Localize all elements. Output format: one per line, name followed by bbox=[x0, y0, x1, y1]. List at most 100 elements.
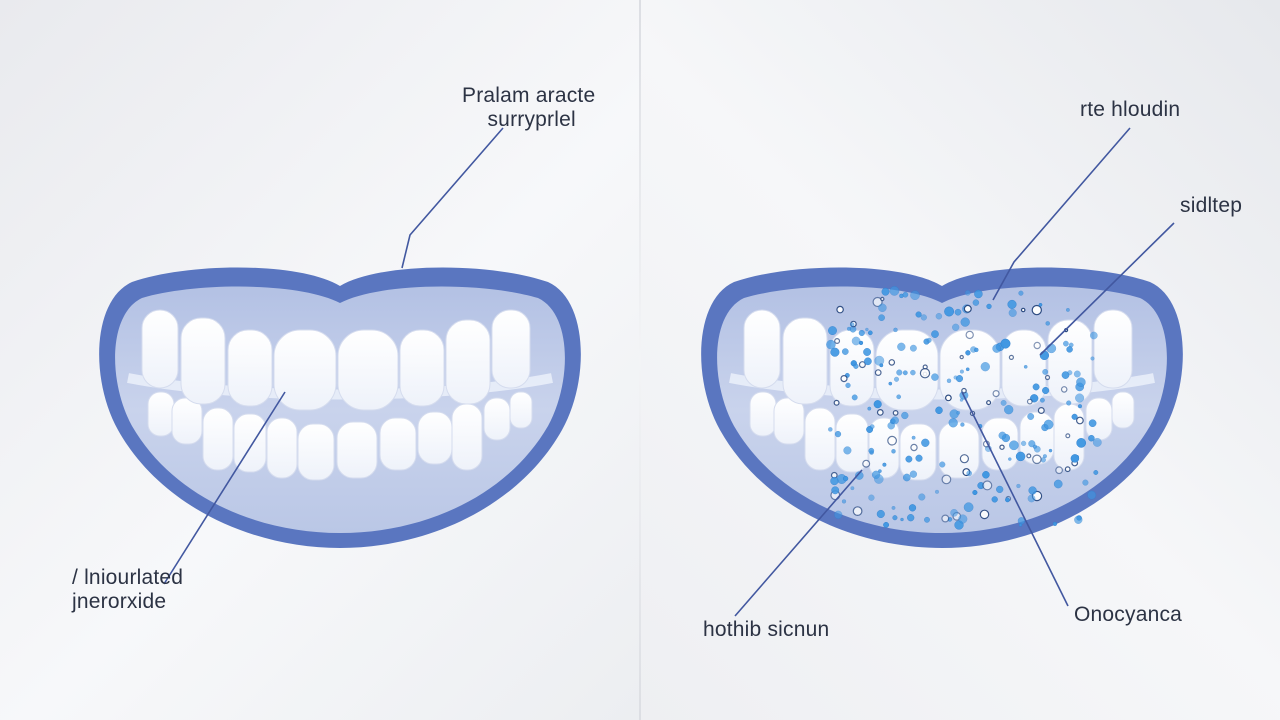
whitening-particle bbox=[941, 474, 952, 485]
whitening-particle bbox=[950, 508, 958, 517]
whitening-particle bbox=[1074, 515, 1083, 524]
whitening-particle bbox=[876, 509, 885, 519]
whitening-particle bbox=[834, 338, 841, 345]
whitening-particle bbox=[911, 435, 916, 440]
whitening-particle bbox=[963, 304, 972, 313]
label-top-left: Pralam aracte surryprlel bbox=[462, 84, 595, 132]
whitening-particle bbox=[892, 515, 898, 521]
whitening-particle bbox=[986, 303, 992, 310]
whitening-particle bbox=[939, 461, 946, 468]
tooth bbox=[749, 391, 777, 437]
whitening-particle bbox=[868, 494, 875, 501]
leader-line-middle-right bbox=[1039, 222, 1175, 356]
whitening-particle bbox=[882, 462, 887, 467]
whitening-particle bbox=[878, 314, 885, 322]
whitening-particle bbox=[879, 363, 884, 368]
whitening-particle bbox=[956, 410, 961, 415]
whitening-particle bbox=[873, 400, 882, 409]
whitening-particle bbox=[1089, 331, 1098, 340]
right-whitening-tray bbox=[701, 267, 1183, 548]
whitening-particle bbox=[830, 476, 839, 486]
label-bottom-left: / lniourlated jnerorxide bbox=[72, 566, 183, 614]
whitening-particle bbox=[883, 521, 890, 528]
label-top-left-line2: surryprlel bbox=[487, 108, 576, 131]
whitening-particle bbox=[830, 347, 840, 357]
whitening-particle bbox=[853, 363, 859, 369]
whitening-particle bbox=[1065, 307, 1070, 312]
whitening-particle bbox=[1063, 340, 1069, 347]
whitening-particle bbox=[897, 342, 906, 351]
whitening-particle bbox=[1076, 377, 1086, 387]
tooth bbox=[509, 391, 533, 429]
whitening-particle bbox=[1043, 419, 1054, 430]
whitening-particle bbox=[1020, 440, 1027, 447]
whitening-particle bbox=[1061, 371, 1070, 379]
whitening-particle bbox=[1087, 490, 1097, 500]
whitening-particle bbox=[1026, 398, 1033, 405]
whitening-particle bbox=[915, 454, 923, 462]
whitening-particle bbox=[1031, 304, 1043, 316]
whitening-particle bbox=[926, 337, 932, 343]
whitening-particle bbox=[828, 427, 833, 432]
whitening-particle bbox=[959, 398, 964, 402]
whitening-particle bbox=[909, 344, 917, 352]
whitening-particle bbox=[843, 446, 852, 455]
whitening-particle bbox=[1076, 438, 1087, 448]
whitening-particle bbox=[931, 373, 939, 381]
tooth bbox=[491, 309, 531, 389]
whitening-particle bbox=[833, 399, 840, 406]
whitening-particle bbox=[874, 369, 882, 377]
whitening-particle bbox=[979, 509, 990, 520]
whitening-particle bbox=[834, 430, 842, 438]
whitening-particle bbox=[836, 305, 844, 314]
whitening-particle bbox=[982, 471, 990, 479]
whitening-particle bbox=[992, 390, 1000, 398]
whitening-particle bbox=[864, 357, 872, 366]
whitening-particle bbox=[935, 406, 943, 415]
tooth bbox=[939, 329, 1001, 411]
tooth bbox=[399, 329, 445, 407]
whitening-particle bbox=[858, 329, 865, 337]
left-whitening-tray bbox=[99, 267, 581, 548]
whitening-particle bbox=[1066, 400, 1072, 406]
whitening-particle bbox=[1039, 350, 1050, 361]
whitening-particle bbox=[831, 486, 840, 495]
tooth bbox=[227, 329, 273, 407]
whitening-particle bbox=[1044, 374, 1051, 381]
whitening-particle bbox=[963, 502, 974, 513]
whitening-particle bbox=[972, 299, 980, 306]
whitening-particle bbox=[1007, 299, 1017, 309]
tooth bbox=[773, 397, 805, 445]
whitening-particle bbox=[891, 449, 896, 454]
tooth bbox=[337, 329, 399, 411]
tooth bbox=[483, 397, 511, 441]
tooth bbox=[233, 413, 267, 473]
whitening-particle bbox=[992, 344, 1002, 353]
whitening-particle bbox=[1066, 346, 1073, 353]
whitening-particle bbox=[1000, 399, 1007, 406]
tooth bbox=[938, 421, 980, 479]
whitening-particle bbox=[959, 354, 964, 360]
whitening-particle bbox=[1092, 437, 1102, 447]
whitening-particle bbox=[891, 416, 899, 425]
whitening-particle bbox=[1018, 523, 1023, 527]
whitening-particle bbox=[918, 493, 926, 501]
whitening-particle bbox=[851, 394, 858, 401]
label-bottom-left-line1: / lniourlated bbox=[72, 566, 184, 589]
whitening-particle bbox=[982, 480, 993, 491]
tooth bbox=[743, 309, 781, 389]
left-upper-teeth bbox=[141, 309, 531, 411]
label-top-right: rte hloudin bbox=[1080, 98, 1180, 122]
whitening-particle bbox=[1033, 341, 1041, 350]
whitening-particle bbox=[1028, 486, 1037, 495]
tooth bbox=[379, 417, 417, 471]
whitening-particle bbox=[986, 400, 992, 406]
left-lower-teeth bbox=[147, 391, 533, 481]
tooth bbox=[875, 329, 939, 411]
whitening-particle bbox=[1023, 364, 1028, 369]
whitening-particle bbox=[1004, 405, 1014, 415]
whitening-particle bbox=[965, 330, 974, 340]
whitening-particle bbox=[964, 289, 971, 296]
tooth bbox=[804, 407, 836, 471]
